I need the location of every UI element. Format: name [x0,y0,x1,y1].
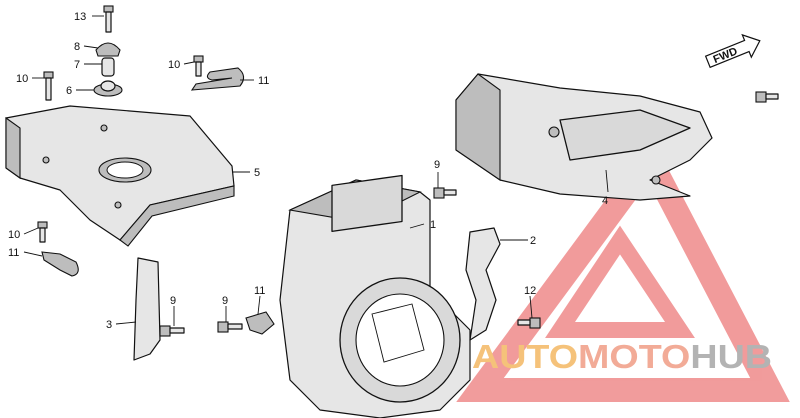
fwd-arrow: FWD [704,33,761,69]
watermark-word-hub: HUB [690,338,772,375]
callout-2: 2 [530,235,536,247]
bolt-9-mid [217,321,243,333]
callout-9-right: 9 [434,159,440,171]
top-cover-5 [5,105,235,247]
washer-6 [93,80,123,97]
watermark-triangle-inner [545,225,695,338]
callout-11-top: 11 [258,75,269,87]
clip-11-left [41,251,79,277]
callout-10-top: 10 [168,59,180,71]
bolt-13 [103,5,114,33]
fan-cover-1 [279,174,471,418]
bolt-9-left [159,325,185,337]
watermark-logo [456,137,790,402]
grommet-8 [95,42,121,57]
callout-9-mid: 9 [222,295,228,307]
collar-7 [101,57,115,77]
callout-9-left: 9 [170,295,176,307]
callout-13: 13 [74,11,86,23]
callout-4: 4 [602,195,608,207]
fwd-label: FWD [712,45,740,66]
side-plate-3 [133,257,161,361]
callout-11-bottom: 11 [254,285,265,297]
clip-11-top [190,67,245,91]
bolt-9-right [433,187,457,199]
callout-6: 6 [66,85,72,97]
leader-lines [23,15,609,326]
bolt-10-top [193,55,204,77]
callout-10-lower-left: 10 [8,229,20,241]
callout-12: 12 [524,285,536,297]
watermark-triangle-outer [456,137,790,402]
watermark-word-auto: AUTO [472,338,578,375]
clip-11-bottom [245,311,275,335]
watermark-word-moto: MOTO [578,338,690,375]
callout-3: 3 [106,319,112,331]
callout-1: 1 [430,219,436,231]
callout-labels: 13 8 7 6 10 10 11 5 10 11 3 9 9 11 1 9 4… [8,11,608,331]
bolt-12 [517,317,541,329]
bolt-10-lower-left [37,221,48,243]
shroud-4 [455,73,713,201]
callout-8: 8 [74,41,80,53]
callout-5: 5 [254,167,260,179]
callout-7: 7 [74,59,80,71]
bolt-far-right [755,91,779,103]
bolt-10-left [43,71,54,101]
fwd-arrow-shape [704,33,761,69]
callout-10-left: 10 [16,73,28,85]
deflector-2 [465,227,501,341]
callout-11-left: 11 [8,247,19,259]
